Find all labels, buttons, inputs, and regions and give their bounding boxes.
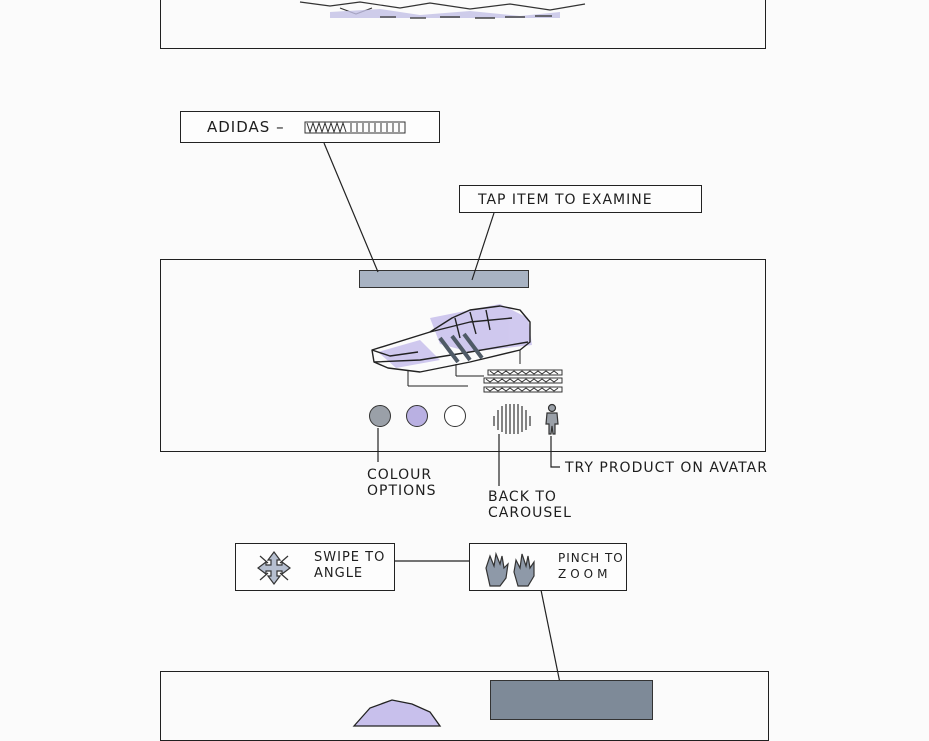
bottom-shoe-sketch (0, 0, 929, 726)
